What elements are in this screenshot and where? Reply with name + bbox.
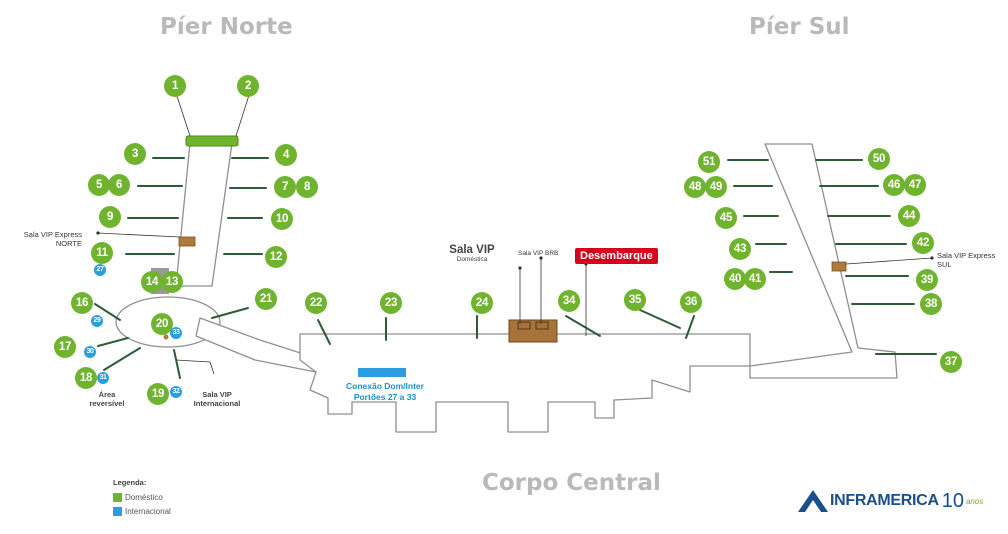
area-reversivel-line1: Área <box>98 390 116 399</box>
gate-18[interactable]: 18 <box>75 367 97 389</box>
vip-express-norte-line2: NORTE <box>55 239 82 248</box>
legend-title: Legenda: <box>113 478 147 487</box>
vip-internacional-label: Sala VIP Internacional <box>192 390 242 408</box>
gate-23[interactable]: 23 <box>380 292 402 314</box>
vip-express-sul-line2: SUL <box>937 260 952 269</box>
conexao-line1: Conexão Dom/Inter <box>346 381 424 391</box>
logo-wordmark: INFRAMERICA <box>830 492 939 509</box>
legend-label-domestic: Doméstico <box>125 492 163 502</box>
area-reversivel-line2: reversível <box>89 399 125 408</box>
vip-domestica-label: Sala VIP Doméstica <box>447 244 497 263</box>
gate-42[interactable]: 42 <box>912 232 934 254</box>
gate-38[interactable]: 38 <box>920 293 942 315</box>
gate-30[interactable]: 30 <box>84 346 96 358</box>
gate-24[interactable]: 24 <box>471 292 493 314</box>
logo-ten: 10 <box>941 489 964 512</box>
vip-express-sul-label: Sala VIP Express SUL <box>937 251 995 269</box>
gate-49[interactable]: 49 <box>705 176 727 198</box>
gate-11[interactable]: 11 <box>91 242 113 264</box>
gate-21[interactable]: 21 <box>255 288 277 310</box>
area-reversivel-label: Área reversível <box>87 390 127 408</box>
gate-10[interactable]: 10 <box>271 208 293 230</box>
gate-39[interactable]: 39 <box>916 269 938 291</box>
pier-norte-title: Píer Norte <box>160 14 293 40</box>
legend: Legenda: Doméstico Internacional <box>113 478 171 518</box>
vip-express-norte-label: Sala VIP Express NORTE <box>18 230 82 248</box>
legend-swatch-domestic <box>113 492 122 502</box>
corpo-central-title: Corpo Central <box>482 470 661 496</box>
conexao-label: Conexão Dom/Inter Portões 27 a 33 <box>340 381 430 403</box>
gate-29[interactable]: 29 <box>91 315 103 327</box>
gate-8[interactable]: 8 <box>296 176 318 198</box>
gate-46[interactable]: 46 <box>883 174 905 196</box>
gate-6[interactable]: 6 <box>108 174 130 196</box>
gate-4[interactable]: 4 <box>275 144 297 166</box>
vip-brb-label: Sala VIP BRB <box>518 250 559 257</box>
gate-47[interactable]: 47 <box>904 174 926 196</box>
vip-main-title: Sala VIP <box>449 244 495 256</box>
gate-48[interactable]: 48 <box>684 176 706 198</box>
gate-34[interactable]: 34 <box>558 290 580 312</box>
gate-2[interactable]: 2 <box>237 75 259 97</box>
gate-50[interactable]: 50 <box>868 148 890 170</box>
legend-label-international: Internacional <box>125 506 171 516</box>
vip-express-sul-line1: Sala VIP Express <box>937 251 996 260</box>
vip-intl-line2: Internacional <box>193 399 241 408</box>
gate-12[interactable]: 12 <box>265 246 287 268</box>
vip-intl-line1: Sala VIP <box>202 390 232 399</box>
gate-17[interactable]: 17 <box>54 336 76 358</box>
pier-norte-body <box>175 142 233 287</box>
legend-item-international: Internacional <box>113 504 171 518</box>
pier-sul-title: Píer Sul <box>749 14 850 40</box>
logo-tagline: anos <box>965 496 984 506</box>
gate-37[interactable]: 37 <box>940 351 962 373</box>
connector-ramp <box>195 317 317 373</box>
conexao-line2: Portões 27 a 33 <box>353 392 417 402</box>
gate-16[interactable]: 16 <box>71 292 93 314</box>
gate-19[interactable]: 19 <box>147 383 169 405</box>
vip-express-norte-line1: Sala VIP Express <box>23 230 82 239</box>
inframerica-logo-icon <box>798 490 828 512</box>
gate-14[interactable]: 14 <box>141 271 163 293</box>
gate-45[interactable]: 45 <box>715 207 737 229</box>
gate-13[interactable]: 13 <box>161 271 183 293</box>
gate-3[interactable]: 3 <box>124 143 146 165</box>
gate-51[interactable]: 51 <box>698 151 720 173</box>
corpo-central-body <box>299 333 751 433</box>
gate-35[interactable]: 35 <box>624 289 646 311</box>
gate-41[interactable]: 41 <box>744 268 766 290</box>
gate-33[interactable]: 33 <box>170 327 182 339</box>
pier-sul-body <box>749 143 898 379</box>
gate-27[interactable]: 27 <box>94 264 106 276</box>
vip-main-sub: Doméstica <box>456 256 488 263</box>
gate-32[interactable]: 32 <box>170 386 182 398</box>
gate-7[interactable]: 7 <box>274 176 296 198</box>
legend-swatch-international <box>113 506 122 516</box>
gate-9[interactable]: 9 <box>99 206 121 228</box>
gate-36[interactable]: 36 <box>680 291 702 313</box>
gate-22[interactable]: 22 <box>305 292 327 314</box>
gate-31[interactable]: 31 <box>97 372 109 384</box>
gate-1[interactable]: 1 <box>164 75 186 97</box>
inframerica-logo: INFRAMERICA 10 anos <box>796 488 983 514</box>
gate-5[interactable]: 5 <box>88 174 110 196</box>
legend-item-domestic: Doméstico <box>113 490 171 504</box>
gate-40[interactable]: 40 <box>724 268 746 290</box>
desembarque-badge[interactable]: Desembarque <box>575 248 658 264</box>
gate-44[interactable]: 44 <box>898 205 920 227</box>
gate-43[interactable]: 43 <box>729 238 751 260</box>
gate-20[interactable]: 20 <box>151 313 173 335</box>
